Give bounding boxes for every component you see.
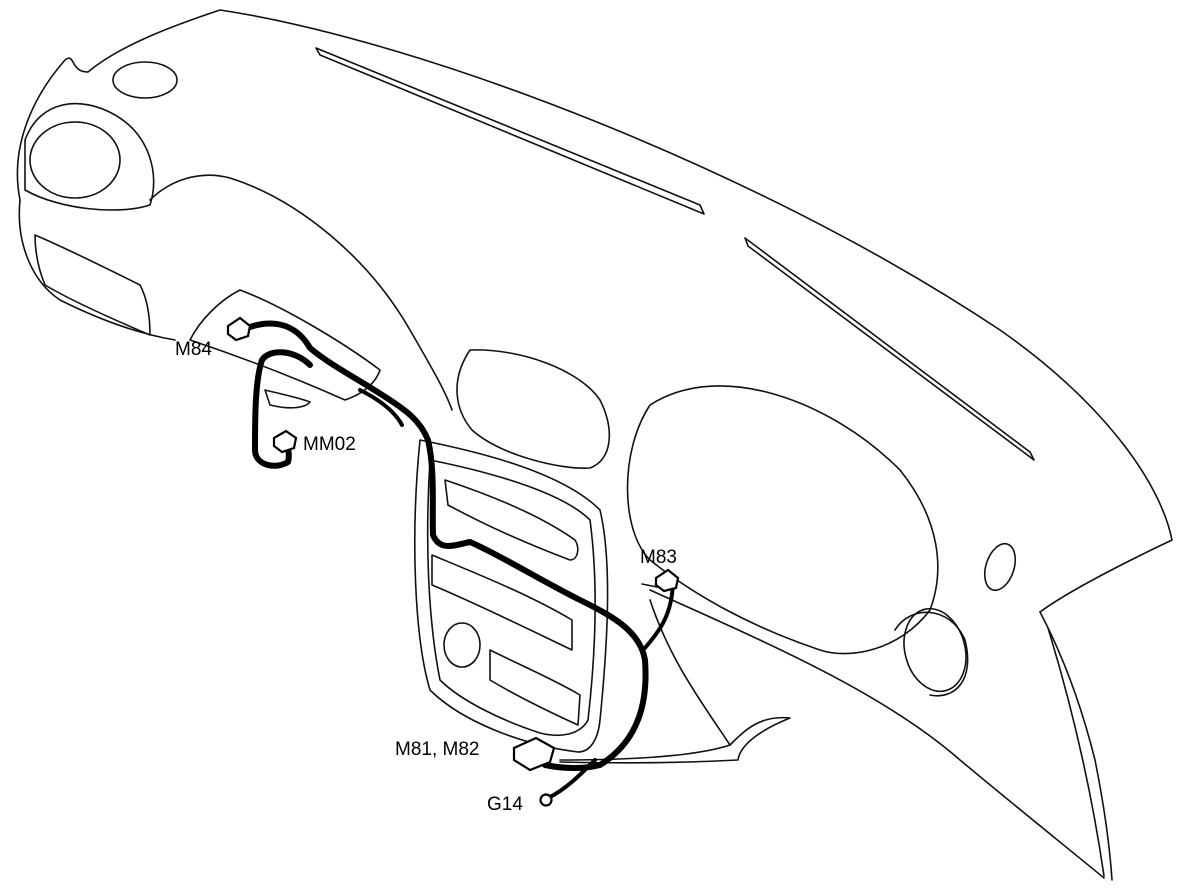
stack-knob: [443, 622, 481, 668]
defrost-slot-2: [744, 237, 1035, 461]
harness-main-trunk: [239, 320, 649, 771]
radio-bay: [431, 554, 573, 651]
harness-g14-branch: [546, 758, 597, 800]
label-mm02: MM02: [303, 434, 356, 455]
center-stack-inner: [426, 459, 596, 736]
column-slot: [264, 389, 311, 409]
console-side: [649, 599, 731, 746]
stack-vent-slot: [444, 479, 579, 561]
center-stack-outer: [414, 439, 609, 753]
dash-right-end: [1039, 611, 1113, 881]
harness-mm02-branch: [252, 349, 313, 469]
dash-bottom-edge: [649, 589, 1105, 879]
right-vent-large: [903, 607, 967, 693]
connectors: [226, 316, 680, 807]
dash-top-contour: [16, 9, 1173, 613]
stack-lower-slot: [489, 649, 581, 726]
label-m81-m82: M81, M82: [395, 739, 479, 760]
label-m83: M83: [640, 547, 677, 568]
column-opening: [189, 289, 381, 401]
defrost-slot-1: [315, 47, 705, 215]
glovebox-recess: [626, 385, 939, 655]
center-upper-vent: [456, 349, 611, 469]
label-m84: M84: [175, 339, 212, 360]
connector-m81-m82: [512, 736, 556, 772]
connector-mm02: [272, 429, 298, 454]
gauge-pod-left: [29, 121, 121, 199]
label-g14: G14: [487, 794, 523, 815]
connector-m83: [654, 568, 680, 593]
dash-left-sweep: [18, 199, 176, 341]
wiring-harness: [239, 320, 675, 800]
right-vent-round: [983, 542, 1017, 592]
dash-left-lower: [149, 174, 453, 411]
harness-m81-tail: [358, 388, 404, 427]
labels: M84 MM02 M83 M81, M82 G14: [175, 339, 677, 815]
console-flange: [559, 716, 791, 764]
connector-m84: [226, 316, 252, 342]
right-vent-bezel: [894, 611, 969, 697]
ground-g14: [539, 793, 553, 807]
dash-right-end-inner: [1047, 627, 1105, 877]
harness-m83-branch: [643, 580, 675, 650]
dashboard-outline: [16, 9, 1173, 881]
gauge-pod-small: [112, 61, 178, 99]
gauge-hood: [24, 102, 155, 211]
left-vent: [34, 234, 151, 336]
